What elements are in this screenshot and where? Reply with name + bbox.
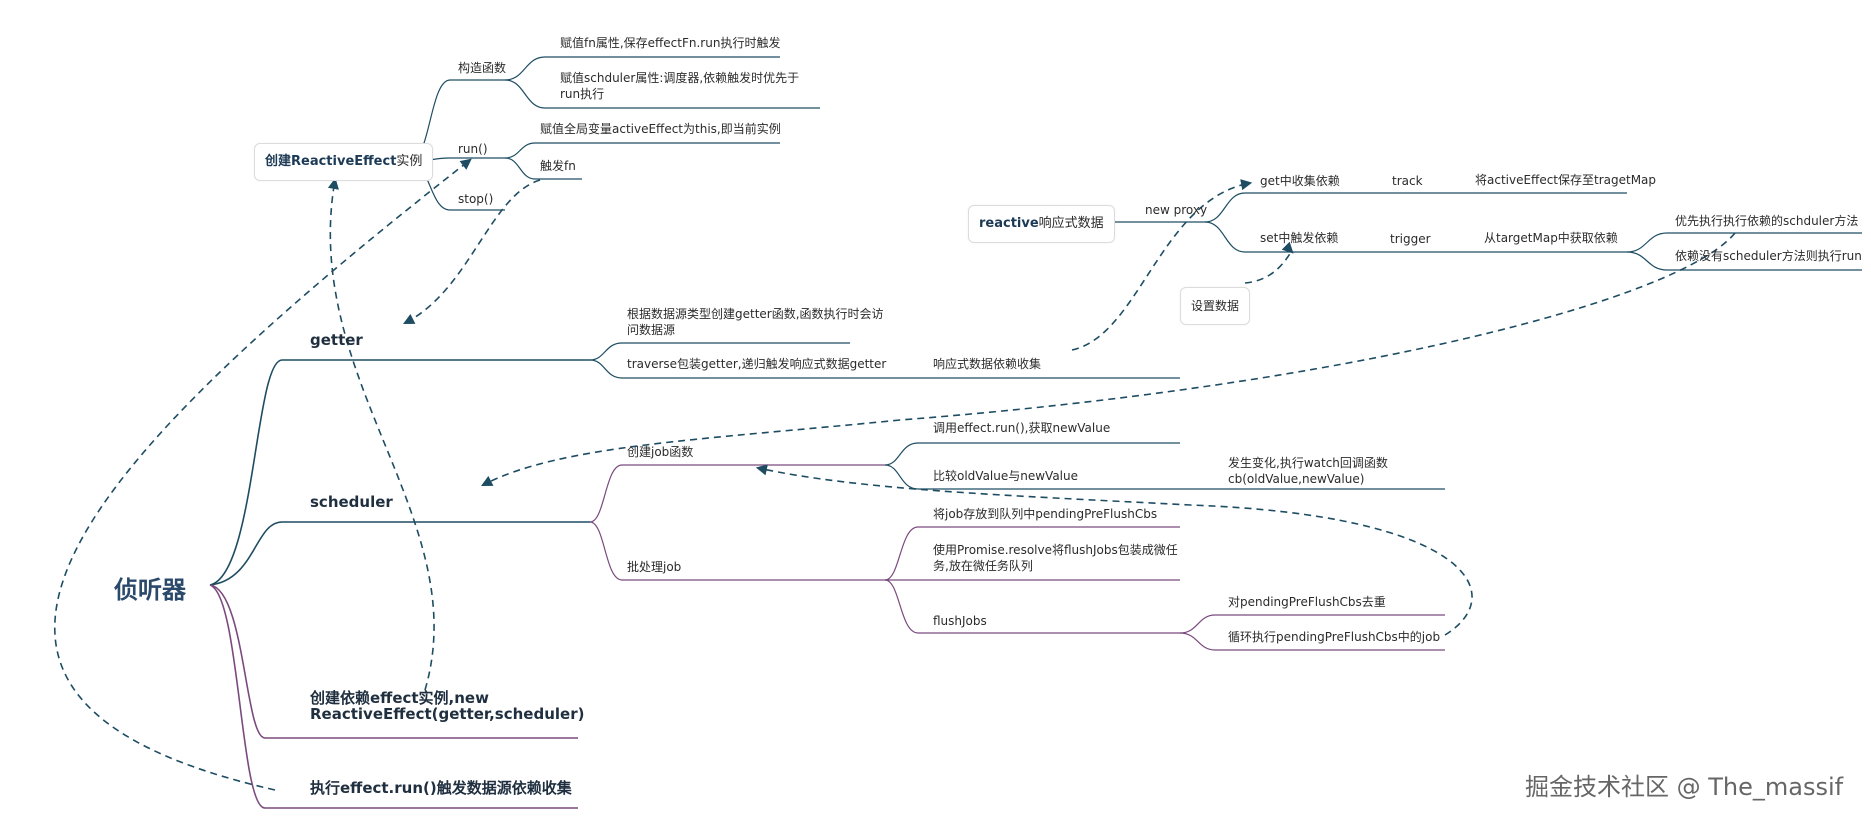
node-reactive-collect[interactable]: 响应式数据依赖收集 <box>933 357 1042 371</box>
branch-create-effect[interactable]: 创建依赖effect实例,new ReactiveEffect(getter,s… <box>310 689 585 723</box>
box-reactive-data[interactable]: reactive响应式数据 <box>968 205 1115 243</box>
node-traverse[interactable]: traverse包装getter,递归触发响应式数据getter <box>627 357 887 371</box>
box-reactiveeffect-rest: 实例 <box>396 154 423 169</box>
edge-root-run-effect <box>209 584 578 809</box>
edge-job-run <box>884 442 1180 466</box>
node-create-job[interactable]: 创建job函数 <box>627 445 694 459</box>
node-run[interactable]: run() <box>458 142 488 156</box>
edge-trigger-prefer <box>1626 232 1862 253</box>
node-trigger[interactable]: trigger <box>1390 232 1431 246</box>
node-push-queue[interactable]: 将job存放到队列中pendingPreFlushCbs <box>933 507 1158 521</box>
node-flush-jobs[interactable]: flushJobs <box>933 614 987 628</box>
node-on-change[interactable]: 发生变化,执行watch回调函数cb(oldValue,newValue) <box>1228 456 1388 486</box>
edge-batch-flush <box>884 579 1180 634</box>
edge-root-getter <box>209 359 590 586</box>
branch-scheduler[interactable]: scheduler <box>310 493 393 511</box>
node-track[interactable]: track <box>1392 174 1423 188</box>
dash-fn-to-getter <box>403 179 541 325</box>
edge-ctor-sched <box>504 79 820 109</box>
node-scheduler-prop[interactable]: 赋值schduler属性:调度器,依赖触发时优先于run执行 <box>560 71 800 101</box>
dash-collect-to-get <box>1071 179 1253 351</box>
node-stop[interactable]: stop() <box>458 192 494 206</box>
dash-loop-to-job <box>755 464 1473 636</box>
branch-run-effect[interactable]: 执行effect.run()触发数据源依赖收集 <box>310 779 572 797</box>
edge-run-fn <box>504 157 582 180</box>
node-get-collect[interactable]: get中收集依赖 <box>1260 174 1340 188</box>
node-loop[interactable]: 循环执行pendingPreFlushCbs中的job <box>1228 630 1441 644</box>
edge-batch-push <box>884 526 1180 581</box>
edge-root-create-effect <box>209 584 578 739</box>
edge-getter-traverse <box>589 359 1180 379</box>
box-create-reactiveeffect[interactable]: 创建ReactiveEffect实例 <box>254 143 434 181</box>
node-run-fallback[interactable]: 依赖没有scheduler方法则执行run <box>1675 249 1862 263</box>
edge-proxy-set <box>1204 221 1627 253</box>
root-node-watcher[interactable]: 侦听器 <box>114 576 186 604</box>
dash-create-to-reactiveeffect <box>327 177 435 691</box>
node-dedupe[interactable]: 对pendingPreFlushCbs去重 <box>1228 595 1386 609</box>
dash-setdata-to-set <box>1244 241 1294 284</box>
node-promise[interactable]: 使用Promise.resolve将flushJobs包装成微任务,放在微任务队… <box>933 543 1178 573</box>
node-batch-job[interactable]: 批处理job <box>627 560 682 574</box>
edge-run-assign <box>504 142 780 159</box>
box-reactive-bold: reactive <box>979 216 1039 231</box>
box-set-data[interactable]: 设置数据 <box>1180 287 1251 325</box>
node-create-getter[interactable]: 根据数据源类型创建getter函数,函数执行时会访问数据源 <box>627 307 884 337</box>
edge-proxy-get <box>1204 192 1627 223</box>
node-save-active[interactable]: 将activeEffect保存至tragetMap <box>1475 173 1657 187</box>
node-compare[interactable]: 比较oldValue与newValue <box>933 469 1079 483</box>
node-fn-prop[interactable]: 赋值fn属性,保存effectFn.run执行时触发 <box>560 36 781 50</box>
node-get-deps[interactable]: 从targetMap中获取依赖 <box>1484 231 1618 245</box>
edge-root-scheduler <box>209 521 590 586</box>
edge-flush-dedupe <box>1179 614 1445 634</box>
box-reactive-rest: 响应式数据 <box>1038 216 1104 231</box>
node-new-proxy[interactable]: new proxy <box>1145 203 1208 217</box>
edge-flush-loop <box>1179 632 1445 651</box>
node-constructor[interactable]: 构造函数 <box>458 61 507 75</box>
edge-sched-batch <box>589 521 885 581</box>
node-assign-active[interactable]: 赋值全局变量activeEffect为this,即当前实例 <box>540 122 781 136</box>
box-reactiveeffect-bold: 创建ReactiveEffect <box>265 154 397 169</box>
node-prefer-scheduler[interactable]: 优先执行执行依赖的schduler方法 <box>1675 214 1859 228</box>
branch-getter[interactable]: getter <box>310 331 363 349</box>
edge-sched-create-job <box>589 464 885 523</box>
dash-run-to-run <box>54 158 472 791</box>
edge-getter-create <box>589 342 850 361</box>
node-trigger-fn[interactable]: 触发fn <box>540 159 576 173</box>
edge-trigger-run <box>1626 251 1862 271</box>
edge-job-compare <box>884 464 1445 490</box>
watermark: 掘金技术社区 @ The_massif <box>1525 773 1844 801</box>
edge-ctor-fn <box>504 56 780 81</box>
node-call-run[interactable]: 调用effect.run(),获取newValue <box>933 421 1111 435</box>
node-set-trigger[interactable]: set中触发依赖 <box>1260 231 1339 245</box>
dash-run-to-scheduler <box>481 232 1736 487</box>
